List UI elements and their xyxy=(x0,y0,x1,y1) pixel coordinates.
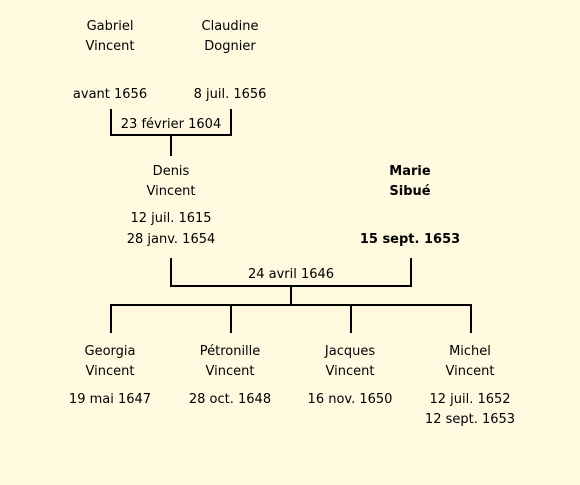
grandmother-connector xyxy=(230,109,232,136)
child-1-date: 19 mai 1647 xyxy=(68,392,152,407)
grandmother-death: 8 juil. 1656 xyxy=(193,87,267,102)
father-death: 28 janv. 1654 xyxy=(126,232,216,247)
grandmother-last-name: Dognier xyxy=(204,39,256,54)
parents-marriage-date: 24 avril 1646 xyxy=(247,267,335,282)
child-4-last-name: Vincent xyxy=(445,364,495,379)
child-connector-1 xyxy=(110,304,112,333)
child-4-first-name: Michel xyxy=(449,344,491,359)
child-1-first-name: Georgia xyxy=(84,344,136,359)
children-line xyxy=(110,304,472,306)
child-3-last-name: Vincent xyxy=(325,364,375,379)
grandfather-last-name: Vincent xyxy=(85,39,135,54)
child-3-first-name: Jacques xyxy=(324,344,376,359)
grandfather-connector xyxy=(110,109,112,136)
child-connector-4 xyxy=(470,304,472,333)
father-connector xyxy=(170,258,172,287)
mother-last-name: Sibué xyxy=(389,184,431,199)
father-last-name: Vincent xyxy=(146,184,196,199)
grandparents-descent-line xyxy=(170,136,172,156)
parents-marriage-line xyxy=(170,285,412,287)
grandmother-first-name: Claudine xyxy=(201,19,259,34)
grandparents-marriage-line xyxy=(110,134,232,136)
child-4-death: 12 sept. 1653 xyxy=(424,412,516,427)
parents-descent-line xyxy=(290,287,292,305)
father-birth: 12 juil. 1615 xyxy=(130,211,212,226)
mother-first-name: Marie xyxy=(389,164,431,179)
child-3-date: 16 nov. 1650 xyxy=(307,392,393,407)
mother-death: 15 sept. 1653 xyxy=(359,232,461,247)
mother-connector xyxy=(410,258,412,287)
child-2-date: 28 oct. 1648 xyxy=(188,392,272,407)
child-connector-2 xyxy=(230,304,232,333)
grandfather-first-name: Gabriel xyxy=(86,19,134,34)
child-2-first-name: Pétronille xyxy=(199,344,261,359)
child-2-last-name: Vincent xyxy=(205,364,255,379)
child-4-birth: 12 juil. 1652 xyxy=(429,392,511,407)
grandfather-death: avant 1656 xyxy=(72,87,148,102)
grandparents-marriage-date: 23 février 1604 xyxy=(120,117,222,132)
father-first-name: Denis xyxy=(152,164,190,179)
child-connector-3 xyxy=(350,304,352,333)
child-1-last-name: Vincent xyxy=(85,364,135,379)
